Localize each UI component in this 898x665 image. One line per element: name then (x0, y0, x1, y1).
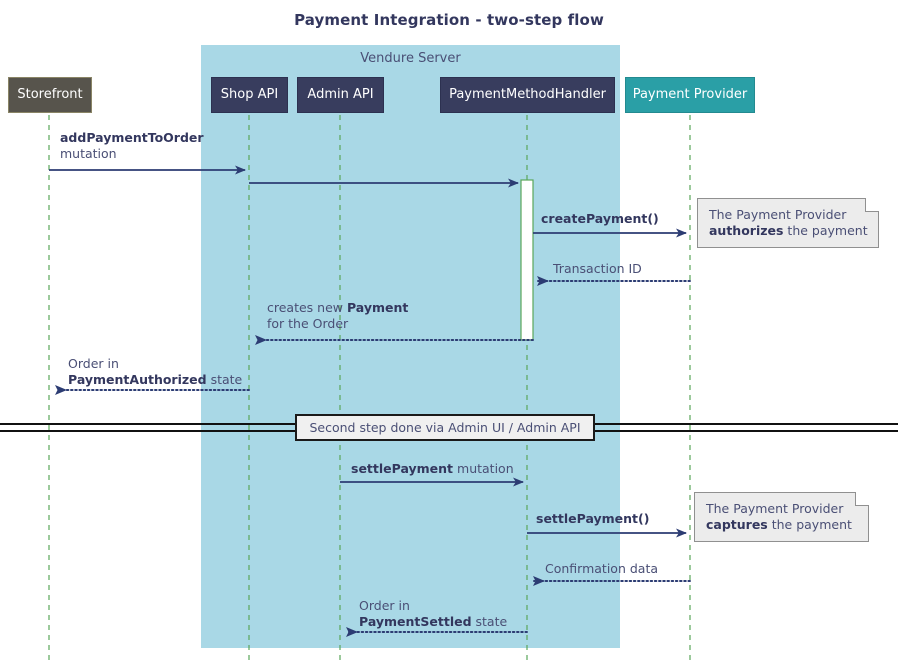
message-label-create-payment-bold: createPayment() (541, 211, 659, 226)
lifelines (48, 115, 691, 660)
message-label-confirmation-data-plain: Confirmation data (545, 561, 659, 576)
message-label-order-payment-authorized-plain-2: state (206, 371, 243, 387)
message-label-creates-new-payment-plain-2: for the Order (267, 315, 349, 331)
message-label-order-payment-settled: Order in PaymentSettled state (359, 598, 507, 629)
participant-shop-api[interactable]: Shop API (211, 77, 288, 113)
activation-bar-payment-method-handler (520, 179, 534, 341)
note-authorizes: The Payment Provider authorizes the paym… (697, 198, 879, 248)
message-label-creates-new-payment-bold: Payment (346, 300, 409, 315)
message-label-create-payment: createPayment() (541, 211, 659, 227)
participant-payment-method-handler[interactable]: PaymentMethodHandler (440, 77, 615, 113)
participant-payment-method-handler-label: PaymentMethodHandler (449, 86, 606, 102)
message-label-order-payment-settled-bold: PaymentSettled (359, 613, 472, 629)
note-fold-corner-icon-2 (855, 492, 869, 506)
note-fold-corner-icon (865, 198, 879, 212)
participant-shop-api-label: Shop API (220, 86, 279, 102)
note-captures-line1: The Payment Provider (706, 501, 844, 516)
message-label-add-payment-to-order-plain: mutation (60, 145, 117, 161)
participant-storefront-label: Storefront (17, 86, 83, 102)
note-authorizes-line1: The Payment Provider (709, 207, 847, 222)
message-label-settle-payment-mutation-plain: mutation (453, 461, 514, 476)
diagram-title: Payment Integration - two-step flow (294, 11, 604, 29)
note-captures-bold: captures (706, 517, 768, 533)
divider-label-box: Second step done via Admin UI / Admin AP… (295, 414, 595, 441)
message-label-order-payment-authorized: Order in PaymentAuthorized state (68, 356, 242, 387)
message-label-transaction-id: Transaction ID (553, 261, 642, 277)
message-label-settle-payment-call-bold: settlePayment() (536, 511, 650, 526)
divider-label-text: Second step done via Admin UI / Admin AP… (309, 420, 581, 435)
note-authorizes-bold: authorizes (709, 223, 784, 239)
note-captures-line2-suffix: the payment (767, 517, 852, 533)
participant-payment-provider-label: Payment Provider (632, 86, 748, 102)
participant-admin-api-label: Admin API (307, 86, 374, 102)
note-captures: The Payment Provider captures the paymen… (694, 492, 869, 542)
message-label-transaction-id-plain: Transaction ID (553, 261, 642, 276)
participant-admin-api[interactable]: Admin API (297, 77, 384, 113)
participant-payment-provider[interactable]: Payment Provider (625, 77, 755, 113)
message-label-order-payment-settled-plain-2: state (471, 613, 508, 629)
message-label-add-payment-to-order: addPaymentToOrder mutation (60, 130, 204, 161)
message-label-settle-payment-mutation-bold: settlePayment (351, 461, 454, 476)
message-label-creates-new-payment: creates new Payment for the Order (267, 300, 408, 331)
message-label-order-payment-authorized-bold: PaymentAuthorized (68, 371, 207, 387)
message-arrows (49, 165, 687, 538)
message-label-settle-payment-call: settlePayment() (536, 511, 649, 527)
return-arrows (55, 276, 691, 637)
vendure-server-group (201, 45, 620, 648)
message-label-creates-new-payment-plain-1: creates new (267, 300, 347, 315)
message-label-settle-payment-mutation: settlePayment mutation (351, 461, 514, 477)
vendure-server-group-label: Vendure Server (360, 51, 461, 66)
note-authorizes-line2-suffix: the payment (783, 223, 868, 239)
participant-storefront[interactable]: Storefront (8, 77, 92, 113)
message-label-order-payment-authorized-plain-1: Order in (68, 356, 119, 371)
message-label-order-payment-settled-plain-1: Order in (359, 598, 410, 613)
message-label-confirmation-data: Confirmation data (545, 561, 658, 577)
message-label-add-payment-to-order-bold: addPaymentToOrder (60, 130, 204, 145)
